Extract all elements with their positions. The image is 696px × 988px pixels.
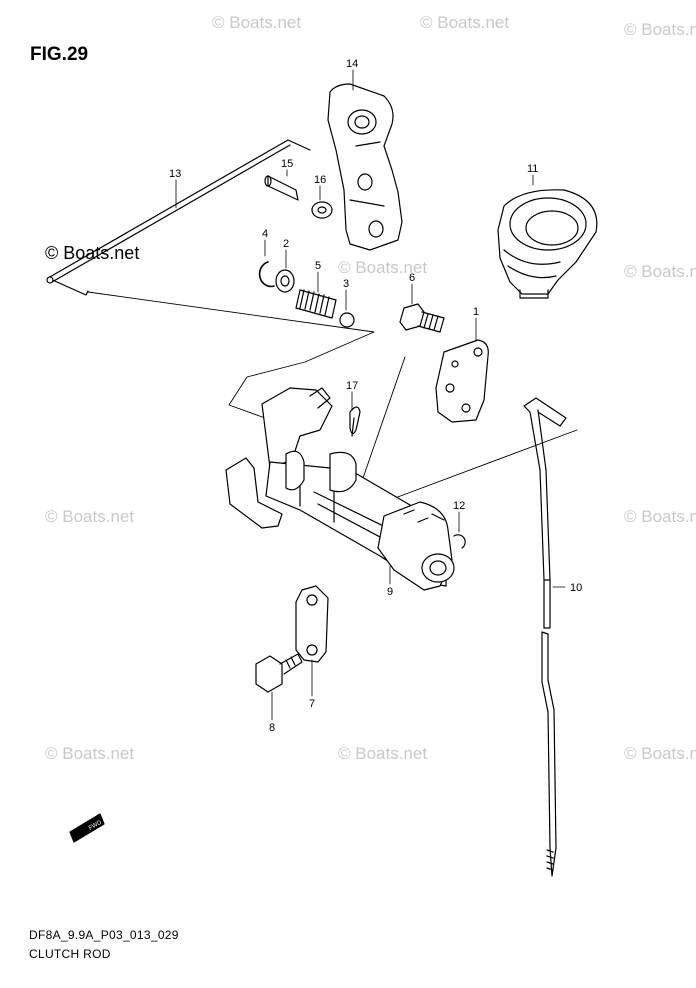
callout-14: 14 xyxy=(346,58,358,70)
part-1-plate xyxy=(435,339,489,423)
callout-6: 6 xyxy=(409,272,415,284)
assembly-guide-lines xyxy=(87,291,578,499)
diagram-caption: CLUTCH ROD xyxy=(29,947,111,961)
watermark: © Boats.net xyxy=(45,507,135,526)
part-11-grommet xyxy=(497,189,598,299)
watermark: © Boats.net xyxy=(212,13,302,32)
part-13-wire-rod xyxy=(46,139,311,296)
part-17-cotter-pin xyxy=(349,406,361,437)
callout-numbers: 14 15 16 13 11 4 2 5 3 6 1 17 12 9 10 7 … xyxy=(169,58,582,734)
watermark: © Boats.net xyxy=(338,744,428,763)
part-3-ball xyxy=(339,312,355,328)
part-7-link-plate xyxy=(295,585,329,663)
callout-12: 12 xyxy=(453,500,465,512)
callout-9: 9 xyxy=(387,586,393,598)
watermark: © Boats.net xyxy=(624,20,696,39)
callout-10: 10 xyxy=(570,582,582,594)
callout-8: 8 xyxy=(269,722,275,734)
part-8-bolt xyxy=(255,653,303,693)
figure-title: FIG.29 xyxy=(30,44,89,65)
part-10-clutch-rod xyxy=(523,397,567,877)
part-9-clutch-shaft xyxy=(225,387,455,591)
part-12-clip xyxy=(453,534,466,549)
callout-5: 5 xyxy=(315,260,321,272)
fwd-arrow: FWD xyxy=(69,813,105,843)
part-4-circlip xyxy=(258,261,275,288)
callout-4: 4 xyxy=(262,228,268,240)
part-14-shift-lever xyxy=(327,83,403,251)
callout-2: 2 xyxy=(283,238,289,250)
callout-11: 11 xyxy=(527,163,538,175)
part-6-bolt xyxy=(399,303,445,333)
watermark: © Boats.net xyxy=(420,13,510,32)
callout-13: 13 xyxy=(169,168,181,180)
leader-lines xyxy=(175,69,566,721)
callout-1: 1 xyxy=(473,306,479,318)
watermark: © Boats.net xyxy=(624,507,696,526)
callout-3: 3 xyxy=(343,278,349,290)
diagram-code: DF8A_9.9A_P03_013_029 xyxy=(29,928,179,942)
callout-17: 17 xyxy=(346,380,358,392)
part-5-spring xyxy=(295,289,337,319)
watermark: © Boats.net xyxy=(45,744,135,763)
watermark: © Boats.net xyxy=(624,262,696,281)
watermark: © Boats.net xyxy=(624,744,696,763)
part-16-washer xyxy=(311,201,333,219)
watermark: © Boats.net xyxy=(338,258,428,277)
callout-7: 7 xyxy=(309,698,315,710)
part-2-washer xyxy=(275,269,295,293)
callout-16: 16 xyxy=(314,174,326,186)
callout-15: 15 xyxy=(281,158,293,170)
part-15-pin xyxy=(264,175,299,201)
